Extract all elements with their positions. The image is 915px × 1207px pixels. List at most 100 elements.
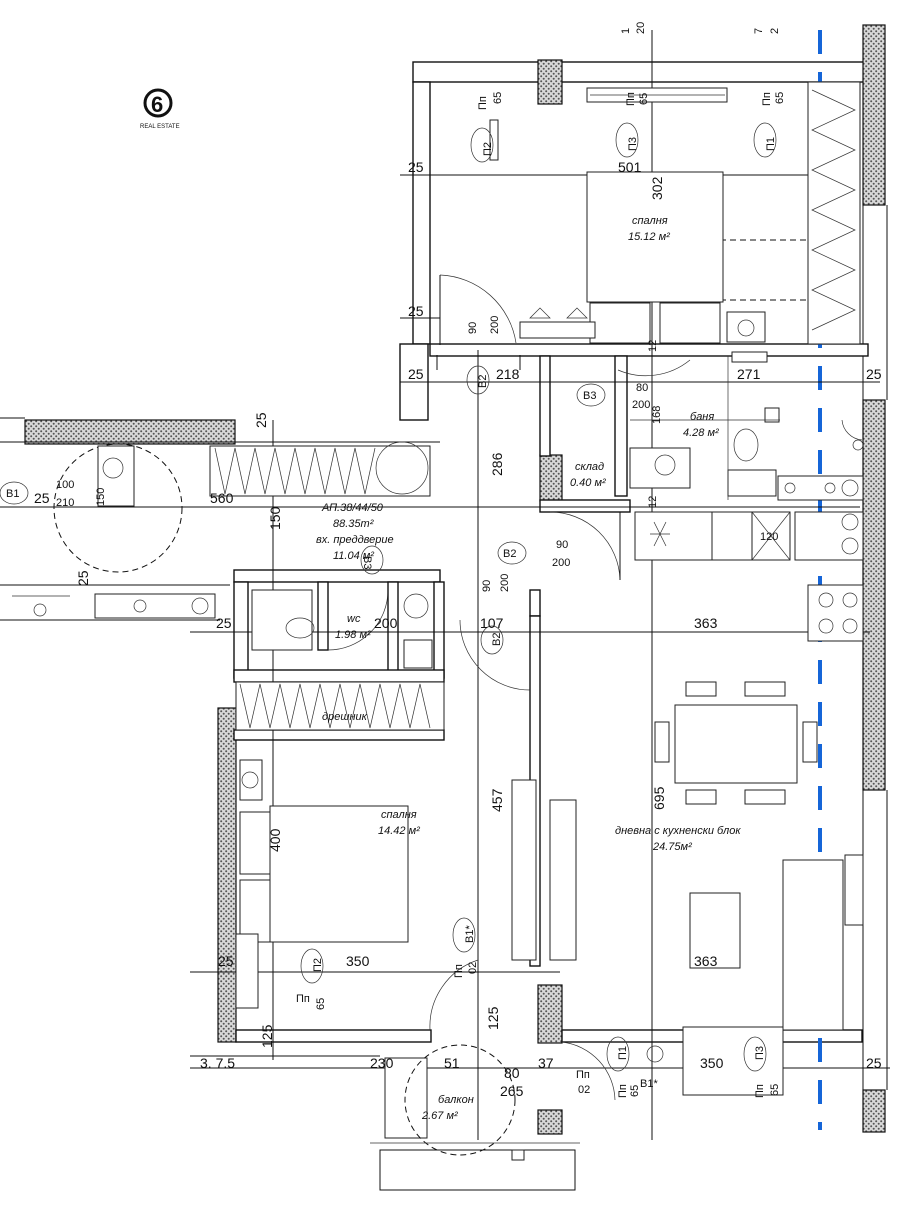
dim-168: 168 bbox=[651, 406, 663, 424]
dim-350-b: 350 bbox=[700, 1055, 724, 1071]
dim-25-a: 25 bbox=[408, 159, 424, 175]
marker-p3-bot: П3 bbox=[754, 1046, 766, 1060]
dim-20: 20 bbox=[635, 22, 647, 34]
marker-pp65-3: 65 bbox=[774, 92, 786, 104]
dim-200-b: 200 bbox=[632, 399, 650, 411]
dim-560: 560 bbox=[210, 490, 234, 506]
dim-25-b: 25 bbox=[408, 303, 424, 319]
logo-text: REAL ESTATE bbox=[140, 124, 180, 130]
marker-pp02-bot: 02 bbox=[578, 1084, 590, 1096]
marker-p1-top: П1 bbox=[765, 137, 777, 151]
bathroom-name: баня bbox=[690, 411, 714, 423]
marker-pp-3: Пп bbox=[761, 92, 773, 106]
marker-pp-bed: Пп bbox=[296, 993, 310, 1005]
marker-b3-wc: B3 bbox=[361, 556, 373, 569]
logo-mark: 6 bbox=[151, 92, 163, 117]
dim-200-d: 200 bbox=[374, 615, 398, 631]
wardrobe bbox=[235, 681, 445, 731]
dim-1: 1 bbox=[620, 28, 632, 34]
marker-b1star-bed: B1* bbox=[464, 925, 476, 943]
dim-363-b: 363 bbox=[694, 953, 718, 969]
dim-150-a: 150 bbox=[95, 488, 107, 506]
dim-90-c: 90 bbox=[481, 580, 493, 592]
bathroom-area: 4.28 м² bbox=[683, 427, 719, 439]
dim-107: 107 bbox=[480, 615, 504, 631]
dim-501: 501 bbox=[618, 159, 642, 175]
wardrobe-name: дрешник bbox=[322, 711, 368, 723]
marker-pp02-bal: 02 bbox=[467, 962, 479, 974]
dim-25-e: 25 bbox=[34, 490, 50, 506]
dim-363-a: 363 bbox=[694, 615, 718, 631]
entrance-line3: вх. преддверие bbox=[316, 534, 394, 546]
dim-210: 210 bbox=[56, 497, 74, 509]
dim-25-d: 25 bbox=[866, 366, 882, 382]
dim-25-i: 25 bbox=[218, 953, 234, 969]
dim-25-j: 25 bbox=[866, 1055, 882, 1071]
wc-name: wc bbox=[347, 613, 361, 625]
dim-150-b: 150 bbox=[267, 506, 283, 530]
dim-200-c: 200 bbox=[552, 557, 570, 569]
doors bbox=[327, 511, 621, 1101]
dim-80-b: 80 bbox=[504, 1065, 520, 1081]
dim-25-h: 25 bbox=[216, 615, 232, 631]
living-furniture bbox=[511, 681, 864, 1096]
dim-695: 695 bbox=[651, 786, 667, 810]
dim-2: 2 bbox=[769, 28, 781, 34]
marker-b3-bath: B3 bbox=[583, 390, 596, 402]
dim-25-g: 25 bbox=[75, 570, 91, 586]
marker-pp65-bot3: 65 bbox=[769, 1084, 781, 1096]
entrance-line2: 88.35m² bbox=[333, 518, 374, 530]
marker-pp65-1: 65 bbox=[492, 92, 504, 104]
storage-area: 0.40 м² bbox=[570, 477, 606, 489]
bedroom2-name: спалня bbox=[381, 809, 417, 821]
dim-37: 37 bbox=[538, 1055, 554, 1071]
marker-p2-top: П2 bbox=[482, 142, 494, 156]
dim-75: 3. 7.5 bbox=[200, 1055, 235, 1071]
marker-b1-west: B1 bbox=[6, 488, 19, 500]
marker-pp-bot2: Пп bbox=[617, 1084, 629, 1098]
dim-200-e: 200 bbox=[499, 574, 511, 592]
dim-51: 51 bbox=[444, 1055, 460, 1071]
dim-302: 302 bbox=[649, 176, 665, 200]
room-labels: спалня 15.12 м² баня 4.28 м² склад 0.40 … bbox=[316, 215, 741, 1122]
marker-b2-corr: B2 bbox=[491, 633, 503, 646]
marker-pp65-2: 65 bbox=[638, 93, 650, 105]
marker-pp-bot3: Пп bbox=[754, 1084, 766, 1098]
dim-25-c: 25 bbox=[408, 366, 424, 382]
marker-pp-bal: Пп bbox=[453, 964, 465, 978]
entrance-line4: 11.04 м² bbox=[333, 550, 374, 562]
marker-b2-store: B2 bbox=[503, 548, 516, 560]
entrance-line1: АП.38/44/50 bbox=[321, 502, 384, 514]
dim-120: 120 bbox=[760, 531, 778, 543]
marker-p2-bed: П2 bbox=[312, 958, 324, 972]
balcony bbox=[370, 1044, 580, 1191]
dim-12-a: 12 bbox=[647, 340, 659, 352]
bedroom1-area: 15.12 м² bbox=[628, 231, 670, 243]
wc-area: 1.98 м² bbox=[335, 629, 371, 641]
entrance-area bbox=[12, 441, 431, 619]
bedroom1-name: спалня bbox=[632, 215, 668, 227]
dim-80-a: 80 bbox=[636, 382, 648, 394]
bedroom2-furniture bbox=[235, 759, 409, 1009]
dim-286: 286 bbox=[489, 452, 505, 476]
dim-457: 457 bbox=[489, 788, 505, 812]
wc-fixtures bbox=[251, 589, 433, 669]
dim-25-f: 25 bbox=[253, 412, 269, 428]
marker-pp65-bed: 65 bbox=[315, 998, 327, 1010]
marker-pp-2: Пп bbox=[625, 92, 637, 106]
markers bbox=[0, 122, 777, 1072]
marker-b1star-bot: B1* bbox=[640, 1078, 658, 1090]
marker-pp-1: Пп bbox=[477, 96, 489, 110]
dim-12-b: 12 bbox=[647, 496, 659, 508]
storage-name: склад bbox=[575, 461, 604, 473]
dim-125: 125 bbox=[259, 1024, 275, 1048]
balcony-name: балкон bbox=[438, 1094, 474, 1106]
marker-p1-bot: П1 bbox=[617, 1046, 629, 1060]
marker-pp-bot: Пп bbox=[576, 1069, 590, 1081]
marker-p3-top: П3 bbox=[627, 137, 639, 151]
marker-labels: П2 П3 П1 Пп 65 Пп 65 Пп 65 B2 B3 B1 B3 B… bbox=[6, 92, 786, 1098]
walls bbox=[0, 24, 888, 1135]
dim-271: 271 bbox=[737, 366, 761, 382]
marker-pp65-bot2: 65 bbox=[629, 1085, 641, 1097]
